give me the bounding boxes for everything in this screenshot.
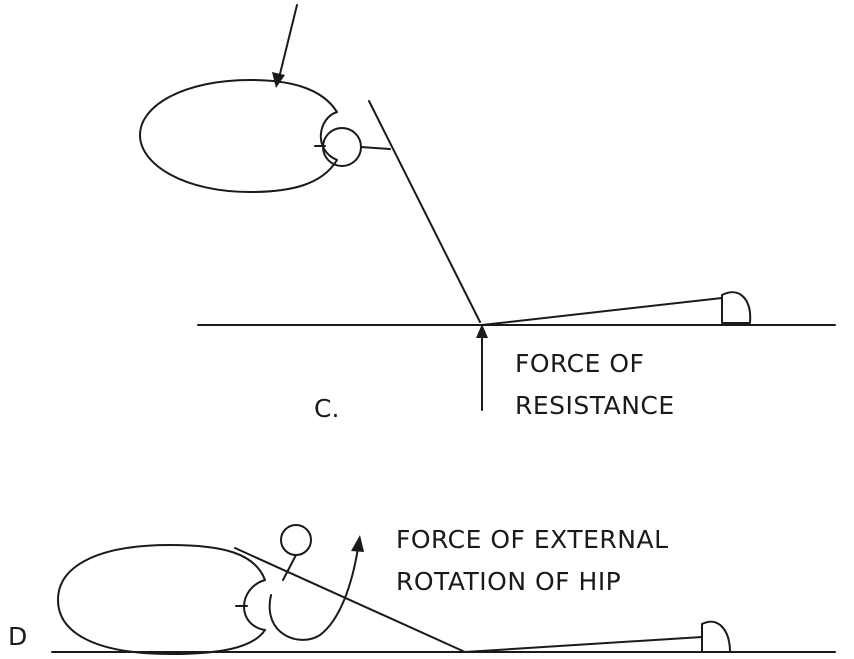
panel-d-femoral-head	[280, 524, 312, 556]
panel-c: FORCE OF RESISTANCE C.	[139, 4, 836, 423]
panel-d-hip-socket	[243, 579, 266, 631]
panel-c-top-force-arrow	[272, 4, 298, 88]
panel-d-letter: D	[8, 622, 27, 651]
panel-c-hip-socket	[319, 111, 338, 161]
panel-d-lower-leg	[464, 636, 703, 653]
panel-c-pelvis-outline	[139, 79, 338, 193]
panel-d-pelvis-outline	[57, 544, 266, 655]
panel-c-femoral-head	[322, 127, 362, 167]
panel-d-foot	[701, 620, 731, 653]
panel-c-lower-leg	[481, 297, 723, 326]
panel-c-foot	[721, 291, 752, 324]
panel-d: FORCE OF EXTERNAL ROTATION OF HIP D	[8, 524, 836, 655]
panel-d-force-label-line1: FORCE OF EXTERNAL	[396, 525, 669, 554]
panel-c-force-label-line2: RESISTANCE	[515, 391, 675, 420]
panel-c-thigh	[368, 100, 481, 323]
panel-d-rotation-arrow	[268, 535, 364, 641]
panel-c-femoral-neck	[360, 146, 391, 150]
panel-d-femoral-neck	[282, 554, 297, 581]
panel-c-resistance-arrow	[476, 324, 488, 411]
panel-d-thigh	[234, 547, 466, 653]
panel-d-force-label-line2: ROTATION OF HIP	[396, 567, 621, 596]
panel-c-force-label-line1: FORCE OF	[515, 349, 644, 378]
panel-c-letter: C.	[314, 394, 339, 423]
